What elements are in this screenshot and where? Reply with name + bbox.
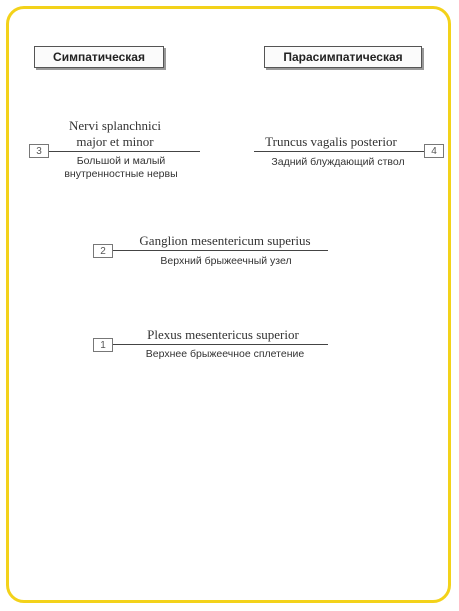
label-4-rule — [254, 151, 424, 152]
label-3-latin-line1: Nervi splanchnici — [40, 118, 190, 134]
header-sympathetic: Симпатическая — [34, 46, 164, 68]
header-parasympathetic: Парасимпатическая — [264, 46, 422, 68]
label-3-latin-line2: major et minor — [40, 134, 190, 150]
label-1-russian: Верхнее брыжеечное сплетение — [118, 348, 332, 361]
label-3-russian-line2: внутренностные нервы — [46, 168, 196, 181]
label-2-number: 2 — [93, 244, 113, 258]
label-2-rule — [112, 250, 328, 251]
header-parasympathetic-label: Парасимпатическая — [283, 50, 402, 64]
label-1-number: 1 — [93, 338, 113, 352]
figure-frame — [6, 6, 451, 603]
label-2-latin: Ganglion mesentericum superius — [120, 233, 330, 249]
label-4-number: 4 — [424, 144, 444, 158]
label-3-russian-line1: Большой и малый — [46, 155, 196, 168]
label-3-rule — [34, 151, 200, 152]
label-1-latin: Plexus mesentericus superior — [118, 327, 328, 343]
label-1-rule — [112, 344, 328, 345]
label-4-russian: Задний блуждающий ствол — [250, 156, 426, 169]
label-2-russian: Верхний брыжеечный узел — [126, 255, 326, 268]
header-sympathetic-label: Симпатическая — [53, 50, 145, 64]
label-4-latin: Truncus vagalis posterior — [246, 134, 416, 150]
